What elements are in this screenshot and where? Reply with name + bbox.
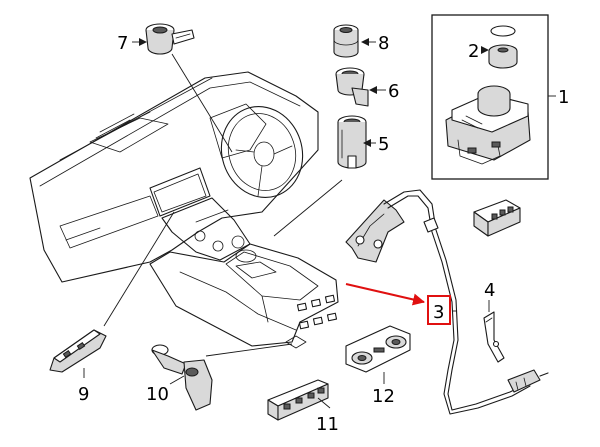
highlight-arrow bbox=[345, 283, 425, 306]
part-3-cable bbox=[345, 189, 549, 415]
part-8-component bbox=[333, 24, 359, 58]
part-4-bracket bbox=[483, 311, 505, 363]
callout-11: 11 bbox=[316, 414, 339, 435]
part-2-knob bbox=[488, 25, 518, 69]
part-9-switch bbox=[49, 329, 107, 373]
callout-3-highlight-box bbox=[427, 295, 451, 325]
callout-9: 9 bbox=[78, 384, 89, 405]
dashboard-interior bbox=[29, 71, 339, 349]
callout-8: 8 bbox=[378, 33, 389, 54]
part-12-control-panel bbox=[345, 325, 411, 373]
callout-10: 10 bbox=[146, 384, 169, 405]
part-10-component bbox=[151, 344, 213, 411]
callout-7: 7 bbox=[117, 33, 128, 54]
callout-2: 2 bbox=[468, 41, 479, 62]
callout-arrows bbox=[83, 38, 490, 409]
part-1-shifter bbox=[445, 85, 531, 165]
connector-module bbox=[473, 199, 521, 237]
callout-5: 5 bbox=[378, 134, 389, 155]
part-1-box bbox=[431, 14, 549, 180]
part-11-switch-panel bbox=[267, 379, 329, 421]
callout-1: 1 bbox=[558, 87, 569, 108]
callout-12: 12 bbox=[372, 386, 395, 407]
callout-3: 3 bbox=[433, 302, 444, 323]
part-1-group bbox=[431, 14, 556, 180]
callout-labels: 1 2 3 4 5 6 7 8 9 10 11 12 bbox=[78, 33, 569, 435]
part-6-component bbox=[335, 67, 369, 107]
leader-lines bbox=[103, 53, 343, 357]
callout-6: 6 bbox=[388, 81, 399, 102]
part-7-component bbox=[145, 23, 195, 55]
part-5-socket bbox=[337, 115, 367, 169]
callout-4: 4 bbox=[484, 280, 495, 301]
